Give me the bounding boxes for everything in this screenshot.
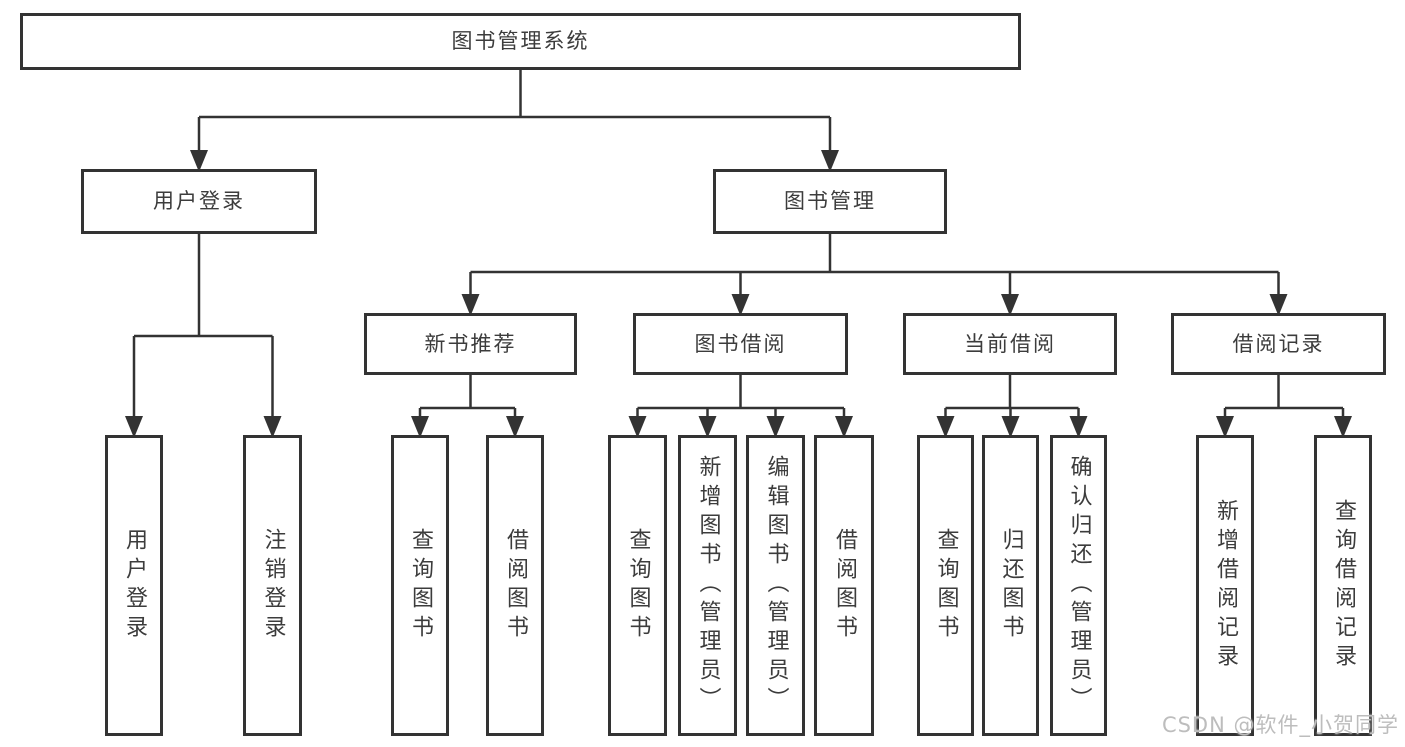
node-label: 用户登录 — [122, 527, 147, 644]
node-label: 查询图书 — [625, 527, 651, 644]
node-label: 借阅记录 — [1232, 331, 1325, 356]
node-label: 查询借阅记录 — [1331, 498, 1356, 673]
node-leaf-query-book-a: 查询图书 — [391, 435, 449, 736]
node-label: 查询图书 — [408, 527, 433, 644]
arrowhead — [1001, 416, 1020, 438]
connector-line — [469, 232, 1280, 304]
node-leaf-user-login: 用户登录 — [105, 435, 163, 736]
arrowhead — [698, 416, 717, 438]
node-label: 借阅图书 — [832, 527, 857, 644]
node-borrow-record: 借阅记录 — [1171, 313, 1386, 375]
connector-line — [636, 373, 846, 426]
node-leaf-add-record: 新增借阅记录 — [1196, 435, 1254, 736]
connector-line — [1223, 373, 1345, 426]
arrowhead — [936, 416, 955, 438]
connector-line — [418, 373, 517, 426]
node-leaf-logout: 注销登录 — [243, 435, 302, 736]
connector-line — [132, 232, 274, 426]
node-leaf-edit-book: 编辑图书（管理员） — [746, 435, 805, 736]
node-leaf-return-book: 归还图书 — [982, 435, 1039, 736]
node-leaf-query-book-b: 查询图书 — [608, 435, 667, 736]
arrowhead — [1334, 416, 1352, 438]
edge-from-book-borrow — [628, 373, 853, 438]
node-leaf-query-record: 查询借阅记录 — [1314, 435, 1372, 736]
node-label: 图书借阅 — [694, 331, 787, 356]
connector-line — [197, 68, 832, 160]
node-new-book-rec: 新书推荐 — [364, 313, 577, 375]
arrowhead — [461, 294, 480, 316]
arrowhead — [766, 416, 785, 438]
node-label: 用户登录 — [153, 189, 245, 213]
arrowhead — [835, 416, 853, 438]
csdn-watermark: CSDN @软件_小贺同学 — [1161, 713, 1399, 737]
arrowhead — [628, 416, 647, 438]
arrowhead — [731, 294, 750, 316]
arrowhead — [1269, 294, 1288, 316]
arrowhead — [411, 416, 429, 438]
arrowhead — [1069, 416, 1088, 438]
arrowhead — [263, 416, 282, 438]
node-label: 新书推荐 — [424, 331, 517, 356]
edge-from-user-login-module — [125, 232, 282, 438]
node-leaf-add-book: 新增图书（管理员） — [678, 435, 737, 736]
arrowhead — [1001, 294, 1019, 316]
node-leaf-borrow-book-b: 借阅图书 — [814, 435, 874, 736]
node-user-login-module: 用户登录 — [81, 169, 317, 234]
edge-from-new-book-rec — [411, 373, 524, 438]
node-book-mgmt-module: 图书管理 — [713, 169, 947, 234]
node-book-borrow: 图书借阅 — [633, 313, 848, 375]
node-label: 新增图书（管理员） — [695, 455, 721, 716]
node-label: 确认归还（管理员） — [1066, 455, 1092, 716]
arrowhead — [190, 150, 208, 172]
node-label: 借阅图书 — [503, 527, 528, 644]
node-current-borrow: 当前借阅 — [903, 313, 1117, 375]
arrowhead — [1216, 416, 1234, 438]
edge-from-current-borrow — [936, 373, 1088, 438]
node-leaf-borrow-book-a: 借阅图书 — [486, 435, 544, 736]
arrowhead — [506, 416, 524, 438]
node-label: 归还图书 — [998, 527, 1024, 644]
node-system-root: 图书管理系统 — [20, 13, 1021, 70]
arrowhead — [821, 150, 839, 172]
node-label: 查询图书 — [933, 527, 959, 644]
edge-from-book-mgmt-module — [461, 232, 1288, 316]
node-label: 图书管理系统 — [451, 29, 590, 53]
node-label: 新增借阅记录 — [1213, 498, 1238, 673]
node-label: 编辑图书（管理员） — [763, 455, 789, 716]
node-label: 当前借阅 — [964, 331, 1056, 356]
arrowhead — [125, 416, 143, 438]
node-label: 图书管理 — [784, 189, 876, 213]
edge-from-system-root — [190, 68, 839, 172]
edge-from-borrow-record — [1216, 373, 1352, 438]
node-label: 注销登录 — [260, 527, 286, 644]
node-leaf-query-book-c: 查询图书 — [917, 435, 974, 736]
node-leaf-confirm-return: 确认归还（管理员） — [1050, 435, 1107, 736]
